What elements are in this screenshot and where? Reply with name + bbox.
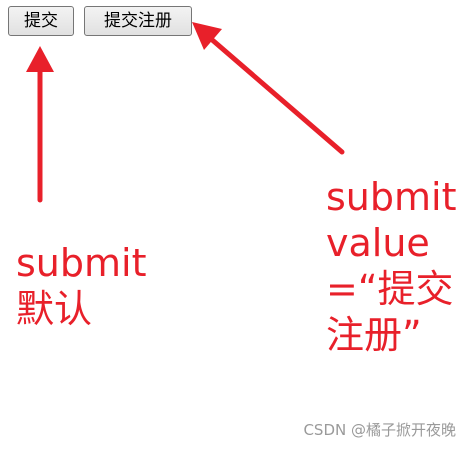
watermark: CSDN @橘子掀开夜晚: [303, 421, 456, 439]
annotation-right-line4: 注册”: [326, 313, 422, 357]
arrow-right: [192, 22, 345, 155]
annotation-default-submit: submit 默认: [16, 240, 146, 332]
annotation-submit-value: submit value =“提交 注册”: [326, 174, 456, 358]
annotation-left-line1: submit: [16, 241, 147, 285]
arrow-left: [26, 46, 54, 203]
submit-register-button[interactable]: 提交注册: [84, 6, 192, 36]
annotation-right-line2: value: [326, 221, 430, 265]
annotation-right-line1: submit: [326, 175, 457, 219]
annotation-right-line3: =“提交: [326, 267, 454, 311]
annotation-left-line2: 默认: [16, 287, 93, 331]
submit-button[interactable]: 提交: [8, 6, 74, 36]
